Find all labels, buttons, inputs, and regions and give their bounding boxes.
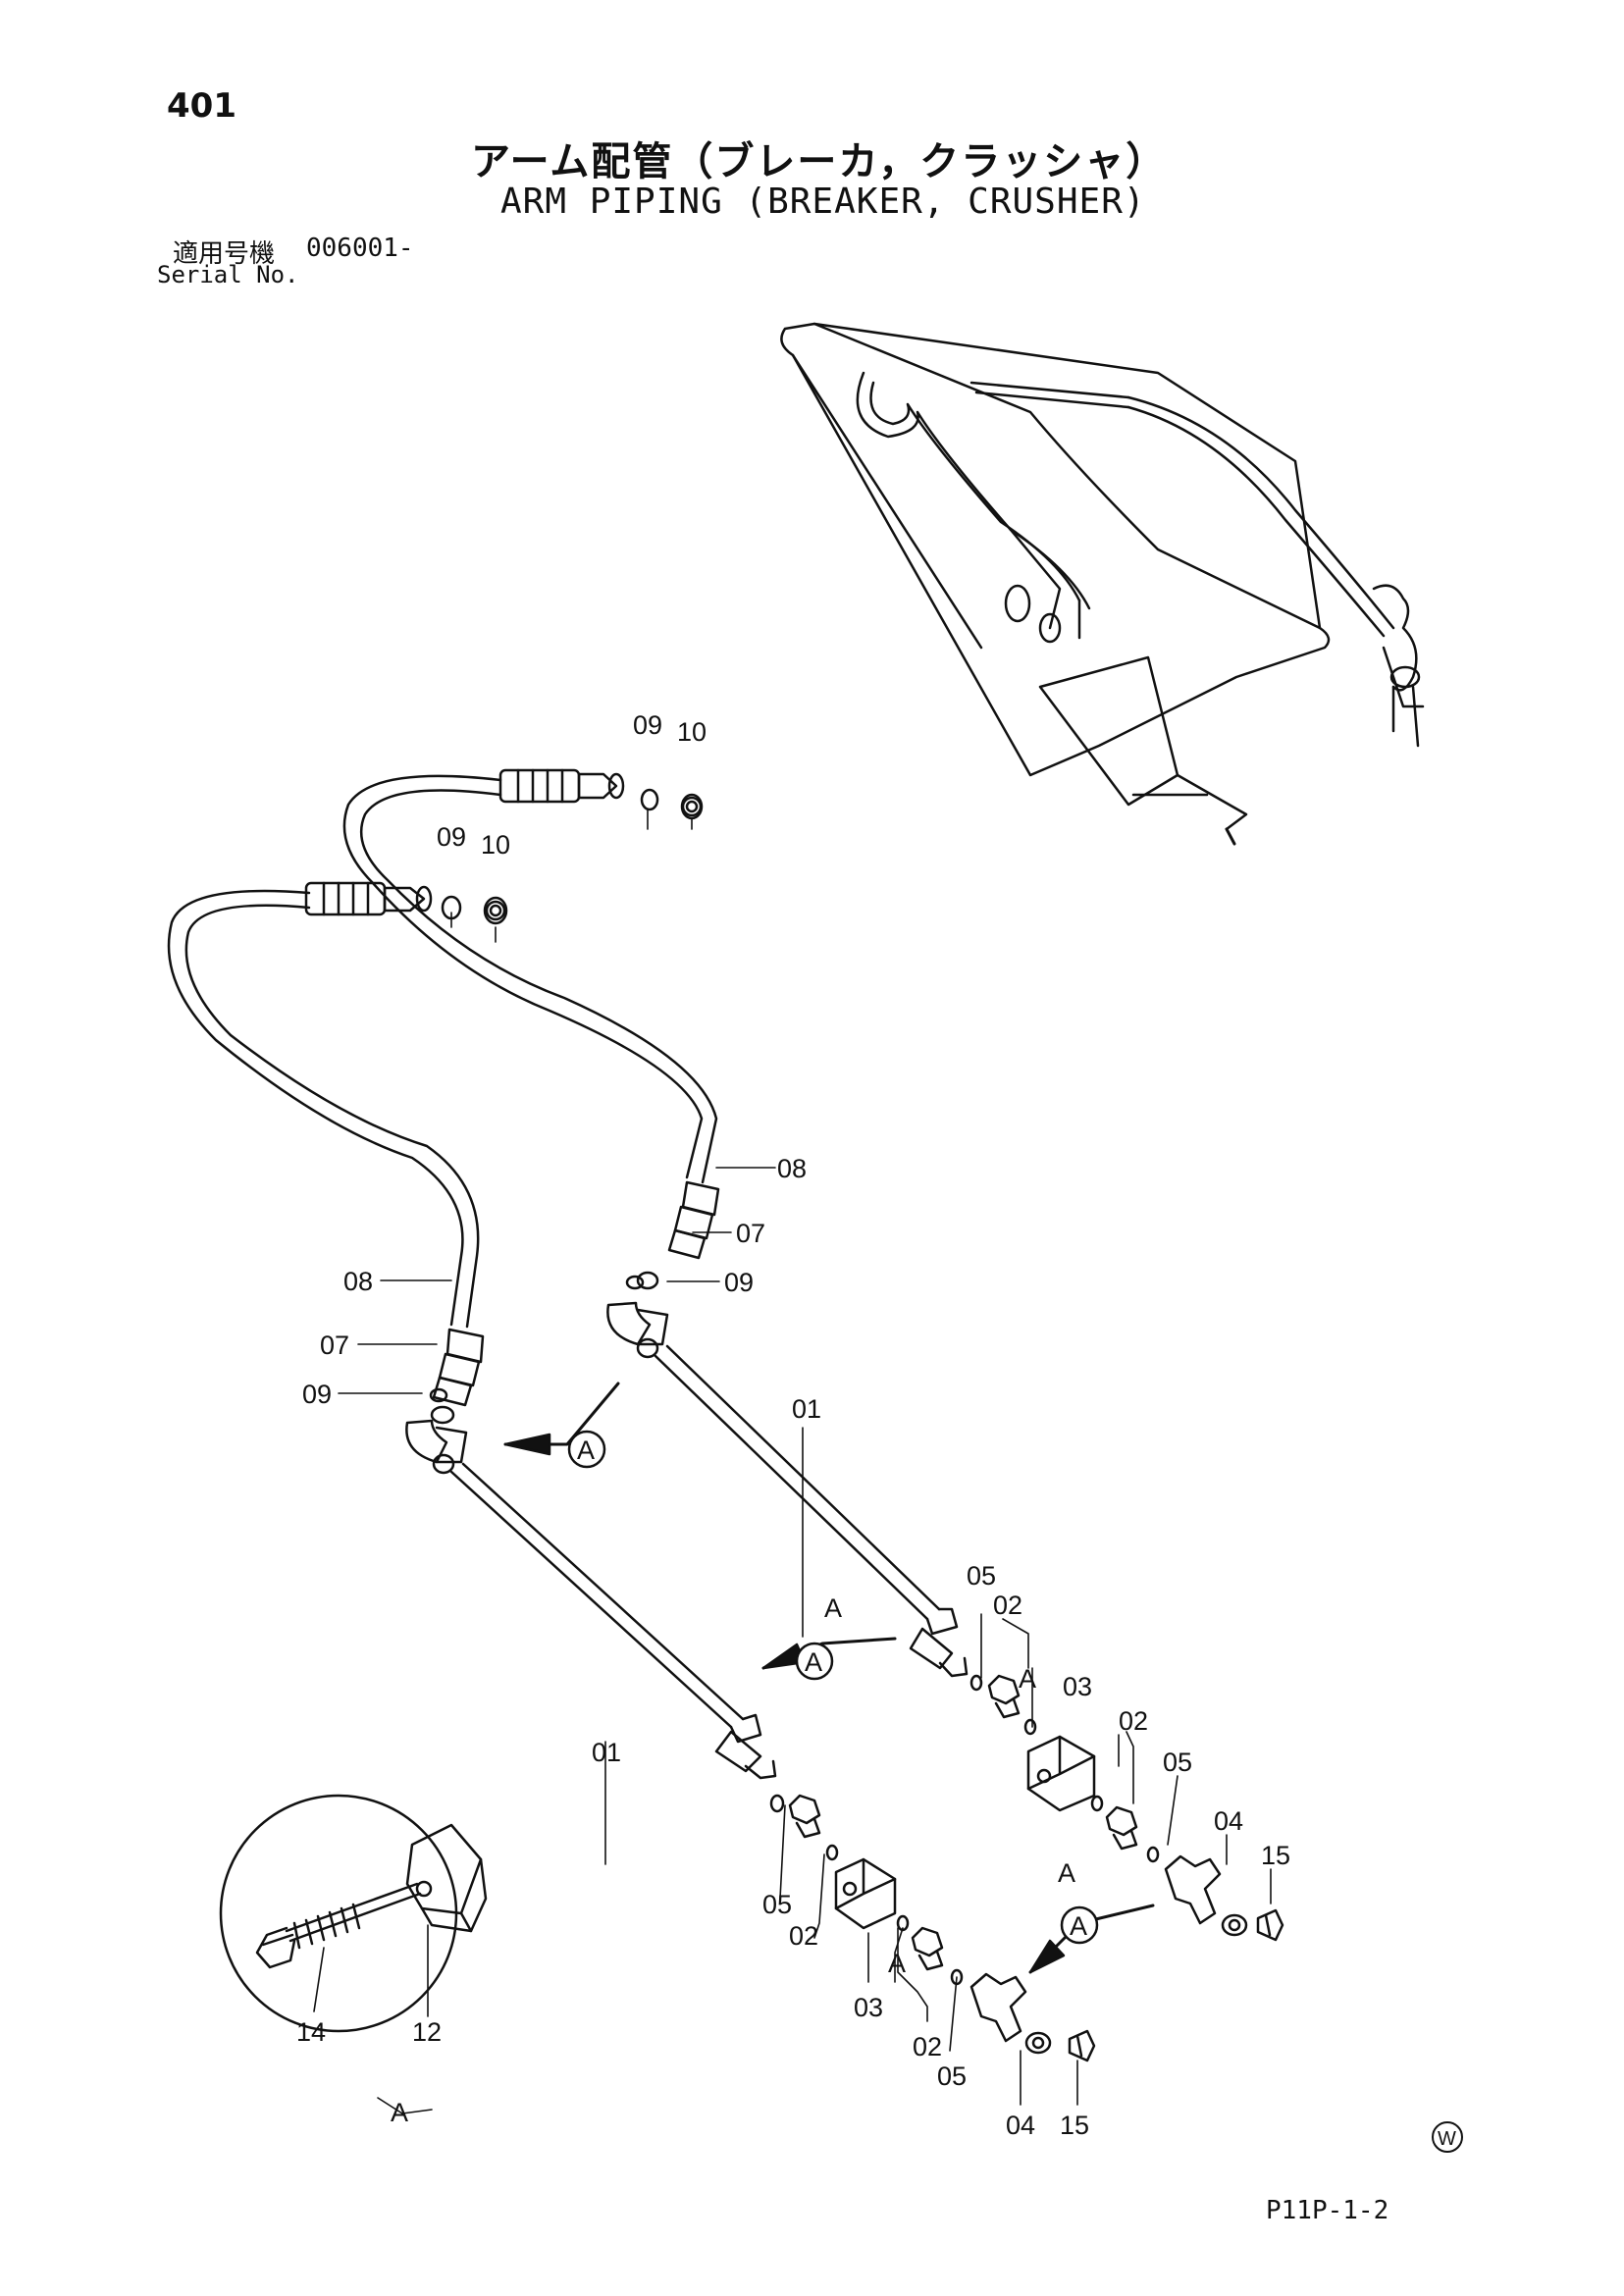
arrow-mark-a1: A <box>824 1593 842 1623</box>
corner-mark: W <box>1432 2121 1463 2153</box>
label-p15a: 15 <box>1261 1841 1290 1870</box>
pipe-right <box>606 1301 969 1678</box>
hose-assembly-left <box>167 881 508 1425</box>
arrow-mark-a3: A <box>1019 1664 1036 1694</box>
detail-caption: A <box>391 2098 408 2127</box>
serial-label-english: Serial No. <box>157 261 299 288</box>
label-p02c: 02 <box>789 1921 818 1951</box>
label-p07a: 07 <box>736 1219 765 1248</box>
detail-marker-3: A <box>1070 1911 1087 1941</box>
label-p05c: 05 <box>762 1890 792 1919</box>
fitting-chain-upper <box>969 1674 1284 1942</box>
label-p09b: 09 <box>437 822 466 852</box>
label-p09c: 09 <box>724 1268 754 1297</box>
pipe-left <box>405 1419 777 1780</box>
fitting-chain-lower <box>769 1794 1096 2062</box>
figure-code: P11P-1-2 <box>1266 2196 1389 2225</box>
arrow-mark-a4: A <box>888 1949 906 1978</box>
label-p08b: 08 <box>343 1267 373 1296</box>
leader-lines <box>313 809 1272 2114</box>
detail-marker-2: A <box>805 1647 822 1677</box>
label-p05d: 05 <box>937 2061 967 2091</box>
detail-view-a <box>219 1794 488 2033</box>
title-japanese: アーム配管（ブレーカ，クラッシャ） <box>471 139 1168 184</box>
label-p10a: 10 <box>677 717 707 747</box>
label-p14: 14 <box>296 2017 326 2047</box>
arrow-mark-a2: A <box>1058 1858 1075 1888</box>
detail-arrows <box>503 1382 1155 1974</box>
label-p15b: 15 <box>1060 2111 1089 2140</box>
label-p12: 12 <box>412 2017 442 2047</box>
label-p01b: 01 <box>592 1738 621 1767</box>
hose-assembly-right <box>342 768 720 1290</box>
seal-rings <box>429 796 703 1403</box>
corner-mark-letter: W <box>1438 2128 1456 2150</box>
label-p05a: 05 <box>967 1561 996 1591</box>
title-english: ARM PIPING (BREAKER, CRUSHER) <box>500 182 1146 222</box>
label-p08a: 08 <box>777 1154 807 1183</box>
part-labels: 09 10 09 10 08 07 09 08 07 09 01 01 05 0… <box>296 710 1290 2140</box>
label-p04a: 04 <box>1214 1806 1243 1836</box>
serial-number-value: 006001- <box>306 234 414 263</box>
label-p09a: 09 <box>633 710 662 740</box>
label-p07b: 07 <box>320 1331 349 1360</box>
serial-label-japanese: 適用号機 <box>173 239 276 269</box>
label-p02b: 02 <box>1119 1706 1148 1736</box>
label-p03a: 03 <box>1063 1672 1092 1701</box>
label-p01a: 01 <box>792 1394 821 1424</box>
label-p03b: 03 <box>854 1993 883 2022</box>
label-p02d: 02 <box>913 2032 942 2061</box>
page-number: 401 <box>167 86 236 126</box>
detail-marker-1: A <box>577 1435 595 1465</box>
label-p02a: 02 <box>993 1591 1022 1620</box>
detail-markers: A A A <box>567 1430 1099 1945</box>
label-p09d: 09 <box>302 1380 332 1409</box>
label-p05b: 05 <box>1163 1748 1192 1777</box>
label-p04b: 04 <box>1006 2111 1035 2140</box>
excavator-arm-overview <box>780 322 1425 846</box>
label-p10b: 10 <box>481 830 510 860</box>
